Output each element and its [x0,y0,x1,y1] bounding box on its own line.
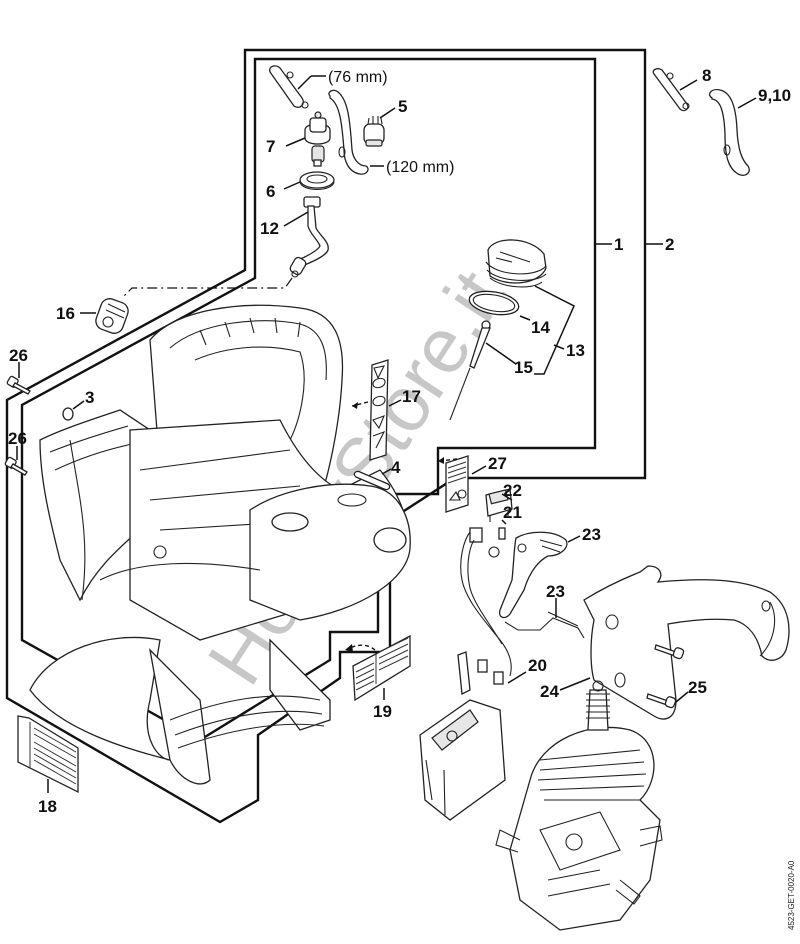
arrow-18-head [345,644,353,652]
callout-2: 2 [665,235,674,254]
callout-4: 4 [391,458,401,477]
callout-9-10: 9,10 [758,86,791,105]
leader-25 [675,691,689,703]
screw-26b-part [4,456,28,476]
leader-22 [567,535,581,543]
callout-21: 22 [503,481,522,500]
leader-3 [72,400,85,410]
hose-120mm-part [328,89,369,175]
callout-22: 23 [582,525,601,544]
leader-11 [283,211,309,227]
leader-8 [679,79,698,91]
bracket-12 [534,285,575,375]
callout-11: 12 [260,219,279,238]
connection-line-11-15 [123,277,293,297]
vent-valve-part [363,116,385,147]
blower-housing-part [29,304,411,785]
callout-8: 8 [702,66,711,85]
callout-7: 7 [266,137,275,156]
decal-16-part [369,359,389,461]
callout-12: 13 [566,341,585,360]
leader-16 [388,399,402,407]
filler-cap-part [485,239,547,288]
leader-13 [519,315,531,321]
callout-18: 19 [373,702,392,721]
leader-27 [471,465,487,475]
callout-26b: 26 [8,429,27,448]
fuel-hose-11-part [289,196,329,278]
group-frame-outer [5,48,647,824]
callout-19: 20 [528,656,547,675]
callout-16: 17 [402,387,421,406]
plug-3-part [62,407,74,421]
decal-17-part [17,715,79,794]
arrow-16-head [352,402,358,409]
group-frame-inner [20,57,597,742]
leader-20 [501,519,507,525]
callout-15: 16 [56,304,75,323]
leader-21 [501,493,513,501]
callout-25: 25 [688,678,707,697]
hose-8-part [652,68,690,112]
leader-7 [285,137,306,147]
connector-20-part [498,527,506,540]
callout-14: 15 [514,358,533,377]
leader-9-10 [737,97,757,109]
strap-14-part [449,320,491,421]
leader-12 [553,344,565,350]
dimension-76mm: (76 mm) [328,69,388,86]
hose-76mm-part [269,65,309,109]
ignition-module-part [419,651,506,821]
strip-4-part [353,470,391,491]
screw-25a-part [654,644,685,660]
leader-76mm [297,75,312,90]
o-ring-13-part [468,290,520,316]
callout-27: 27 [488,454,507,473]
callout-17: 18 [38,797,57,816]
callout-6: 6 [266,182,275,201]
reference-code: 4523-GET-0020-A0 [787,860,796,930]
leader-5 [379,107,396,119]
callout-5: 5 [398,97,407,116]
callout-20: 21 [503,503,522,522]
leader-6 [283,181,301,190]
throttle-trigger-22-part [499,531,568,619]
leader-4 [381,468,392,475]
callout-24: 24 [540,682,559,701]
arrow-18 [349,644,376,651]
valve-7-part [304,111,331,167]
grommet-6-part [299,171,335,191]
callout-26a: 26 [9,346,28,365]
dimension-120mm: (120 mm) [386,159,454,176]
callout-3: 3 [85,388,94,407]
pickup-body-15-part [95,298,129,334]
decal-18-part [352,634,411,702]
leader-24 [559,677,591,691]
arrow-27-head [438,457,444,464]
screw-25b-part [646,693,677,709]
callout-13: 14 [531,318,550,337]
callout-23: 23 [546,582,565,601]
leader-14 [485,342,517,365]
leader-19 [507,671,527,684]
decal-27-part [445,455,469,513]
wiring-harness-part [460,527,512,685]
callout-1: 1 [614,235,623,254]
engine-part [495,680,663,931]
hose-9-10-part [708,88,750,176]
screw-26a-part [6,375,31,395]
spring-23-part [504,611,585,639]
handle-24-part [583,565,790,720]
arrow-16 [351,401,369,407]
